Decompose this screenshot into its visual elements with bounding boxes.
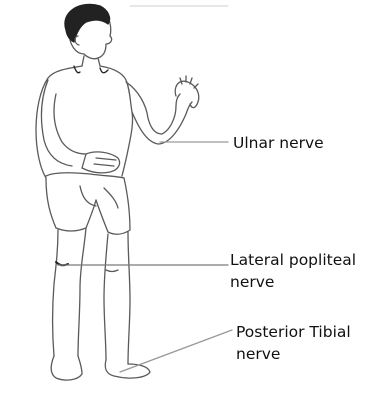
posterior-tibial-nerve-label-line2: nerve xyxy=(236,344,280,364)
lateral-popliteal-nerve-label-line1: Lateral popliteal xyxy=(230,250,356,270)
ulnar-nerve-label: Ulnar nerve xyxy=(233,133,324,153)
lateral-popliteal-nerve-label-line2: nerve xyxy=(230,272,274,292)
posterior-tibial-nerve-label-line1: Posterior Tibial xyxy=(236,322,351,342)
